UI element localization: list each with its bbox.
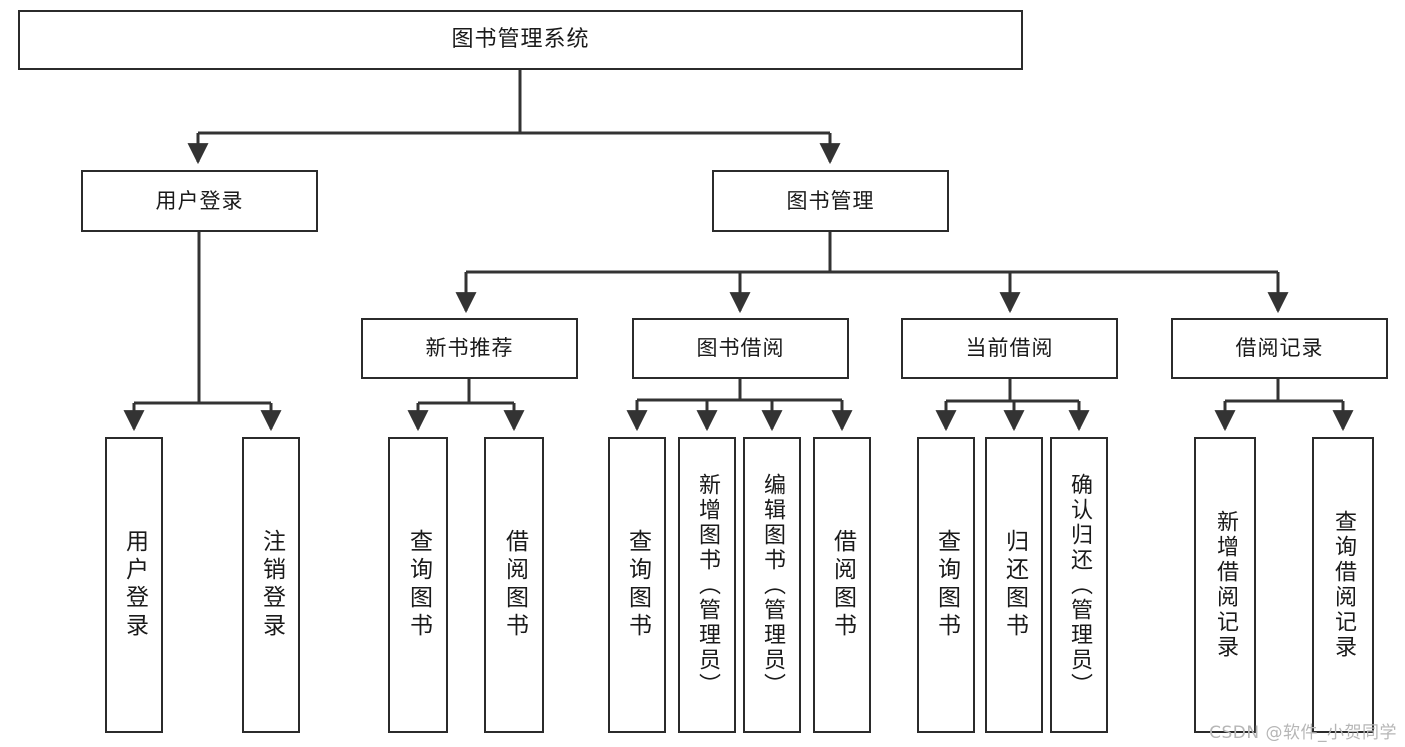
node-leaf-borrow-book-2-label: 借阅图书 — [829, 529, 856, 641]
node-leaf-borrow-book-2[interactable]: 借阅图书 — [813, 437, 871, 733]
node-leaf-add-record-label: 新增借阅记录 — [1213, 510, 1238, 660]
node-book-borrow[interactable]: 图书借阅 — [632, 318, 849, 379]
watermark-text: CSDN @软件_小贺同学 — [1209, 723, 1397, 743]
node-current-borrow[interactable]: 当前借阅 — [901, 318, 1118, 379]
node-leaf-borrow-book-1[interactable]: 借阅图书 — [484, 437, 544, 733]
node-borrow-record[interactable]: 借阅记录 — [1171, 318, 1388, 379]
node-book-manage-label: 图书管理 — [786, 188, 875, 213]
node-leaf-return-book-label: 归还图书 — [1001, 529, 1028, 641]
node-user-login[interactable]: 用户登录 — [81, 170, 318, 232]
node-leaf-query-book-1-label: 查询图书 — [405, 529, 432, 641]
node-current-borrow-label: 当前借阅 — [965, 336, 1054, 361]
node-new-book-rec[interactable]: 新书推荐 — [361, 318, 578, 379]
node-book-manage[interactable]: 图书管理 — [712, 170, 949, 232]
node-new-book-rec-label: 新书推荐 — [425, 336, 514, 361]
node-borrow-record-label: 借阅记录 — [1235, 336, 1324, 361]
node-leaf-return-book[interactable]: 归还图书 — [985, 437, 1043, 733]
node-leaf-confirm-return[interactable]: 确认归还（管理员） — [1050, 437, 1108, 733]
node-leaf-user-logout[interactable]: 注销登录 — [242, 437, 300, 733]
node-leaf-add-book[interactable]: 新增图书（管理员） — [678, 437, 736, 733]
node-leaf-query-book-2[interactable]: 查询图书 — [608, 437, 666, 733]
node-book-borrow-label: 图书借阅 — [696, 336, 785, 361]
node-leaf-query-book-1[interactable]: 查询图书 — [388, 437, 448, 733]
node-leaf-add-record[interactable]: 新增借阅记录 — [1194, 437, 1256, 733]
node-leaf-confirm-return-label: 确认归还（管理员） — [1067, 472, 1092, 698]
node-root[interactable]: 图书管理系统 — [18, 10, 1023, 70]
node-leaf-query-record-label: 查询借阅记录 — [1331, 510, 1356, 660]
node-leaf-add-book-label: 新增图书（管理员） — [695, 472, 720, 698]
node-leaf-user-logout-label: 注销登录 — [258, 529, 285, 641]
node-leaf-edit-book-label: 编辑图书（管理员） — [760, 472, 785, 698]
node-leaf-query-record[interactable]: 查询借阅记录 — [1312, 437, 1374, 733]
node-leaf-user-login-label: 用户登录 — [121, 529, 148, 641]
node-leaf-query-book-3-label: 查询图书 — [933, 529, 960, 641]
node-user-login-label: 用户登录 — [155, 188, 244, 213]
node-leaf-query-book-2-label: 查询图书 — [624, 529, 651, 641]
node-leaf-edit-book[interactable]: 编辑图书（管理员） — [743, 437, 801, 733]
node-root-label: 图书管理系统 — [451, 27, 590, 53]
node-leaf-user-login[interactable]: 用户登录 — [105, 437, 163, 733]
node-leaf-query-book-3[interactable]: 查询图书 — [917, 437, 975, 733]
node-leaf-borrow-book-1-label: 借阅图书 — [501, 529, 528, 641]
